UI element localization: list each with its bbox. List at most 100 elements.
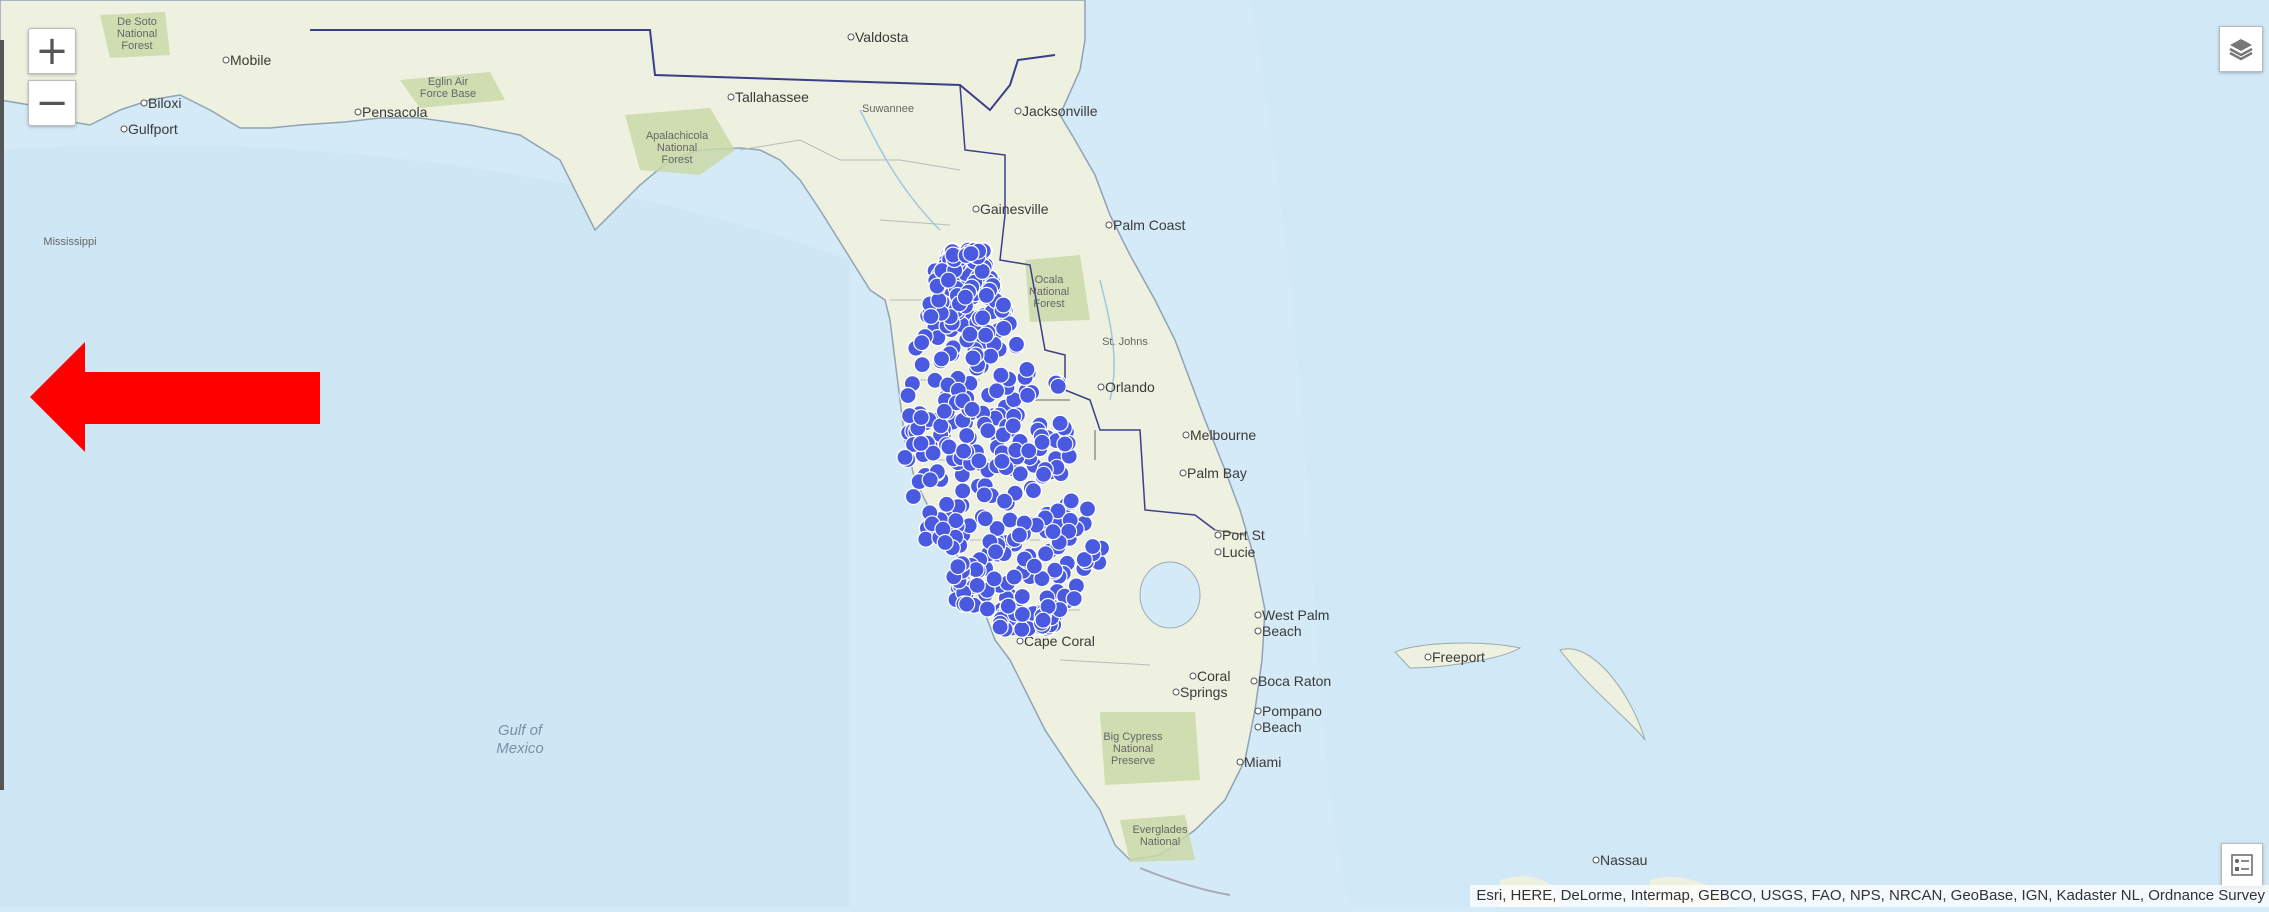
city-label: Tallahassee (735, 89, 809, 105)
map-point[interactable] (949, 557, 967, 576)
map-point[interactable] (1020, 442, 1038, 460)
city-label: Gulfport (128, 121, 178, 137)
map-point[interactable] (1007, 335, 1026, 353)
red-arrow (30, 342, 320, 452)
map-point[interactable] (992, 366, 1010, 384)
city-label: Pensacola (362, 104, 428, 120)
map-point[interactable] (977, 286, 996, 304)
map-point[interactable] (986, 543, 1005, 561)
map-point[interactable] (973, 262, 991, 280)
map-point[interactable] (1013, 587, 1031, 606)
city-label: Springs (1180, 684, 1227, 700)
map-point[interactable] (935, 402, 953, 420)
map-point[interactable] (936, 533, 954, 552)
city-marker (1254, 627, 1262, 635)
map-point[interactable] (1049, 377, 1067, 395)
map-point[interactable] (1062, 492, 1080, 510)
map-point[interactable] (1033, 433, 1051, 451)
city-label: Biloxi (148, 95, 181, 111)
map-point[interactable] (995, 492, 1014, 510)
map-point[interactable] (1011, 465, 1029, 483)
map-point[interactable] (1033, 570, 1051, 588)
city-marker (1250, 677, 1258, 685)
map-point[interactable] (932, 417, 950, 435)
map-point[interactable] (1034, 611, 1052, 629)
map-point[interactable] (976, 510, 994, 528)
map-point[interactable] (899, 386, 917, 405)
map-point[interactable] (1025, 557, 1044, 575)
map-point[interactable] (991, 618, 1009, 636)
zoom-in-button[interactable]: + (28, 28, 76, 74)
map-point[interactable] (1010, 526, 1029, 544)
map-point[interactable] (940, 438, 958, 456)
city-label: Orlando (1105, 379, 1155, 395)
map-point[interactable] (912, 434, 930, 453)
map-point[interactable] (1078, 500, 1097, 518)
feature-label: Preserve (1111, 755, 1155, 767)
map-point[interactable] (912, 408, 930, 427)
map-point[interactable] (937, 495, 956, 513)
city-marker (1214, 531, 1222, 539)
map-point[interactable] (958, 426, 976, 445)
map-point[interactable] (987, 382, 1006, 400)
map-point[interactable] (961, 325, 979, 343)
map-point[interactable] (995, 319, 1013, 337)
legend-button[interactable] (2221, 843, 2263, 887)
map-point[interactable] (993, 452, 1011, 470)
city-label: Palm Bay (1187, 465, 1247, 481)
map-point[interactable] (1056, 435, 1074, 453)
map-point[interactable] (954, 482, 972, 500)
map-point[interactable] (999, 597, 1017, 615)
map-point[interactable] (1036, 545, 1055, 563)
map-point[interactable] (939, 271, 958, 289)
map-point[interactable] (1004, 417, 1022, 435)
city-marker (1172, 688, 1180, 696)
side-panel-edge[interactable] (0, 40, 4, 790)
map-point[interactable] (1084, 537, 1102, 556)
map-point[interactable] (896, 448, 914, 466)
map-point[interactable] (1018, 386, 1037, 404)
map-point[interactable] (985, 570, 1003, 588)
map-point[interactable] (924, 444, 942, 462)
map-point[interactable] (958, 595, 976, 613)
map-point[interactable] (1034, 465, 1053, 483)
map-point[interactable] (968, 576, 986, 595)
map-point[interactable] (962, 245, 980, 263)
map-point[interactable] (1065, 589, 1083, 608)
map-point[interactable] (963, 400, 981, 418)
map-point[interactable] (913, 334, 931, 352)
map-point[interactable] (976, 326, 995, 344)
map-point[interactable] (970, 452, 988, 470)
map-point[interactable] (1075, 550, 1093, 569)
map-point[interactable] (988, 519, 1006, 538)
map-point[interactable] (964, 349, 982, 367)
map-point[interactable] (904, 487, 923, 506)
map-point[interactable] (1044, 523, 1062, 541)
map-point[interactable] (1018, 360, 1036, 378)
map-point[interactable] (954, 442, 973, 460)
feature-label: National (1113, 743, 1153, 755)
map-point[interactable] (1046, 561, 1064, 579)
map-point[interactable] (932, 350, 951, 368)
map-point[interactable] (1051, 414, 1069, 432)
map-point[interactable] (913, 356, 931, 374)
city-label: Beach (1262, 623, 1302, 639)
feature-label: De Soto (117, 16, 157, 28)
map-point[interactable] (1013, 605, 1032, 624)
map-point[interactable] (973, 309, 992, 327)
map-point[interactable] (1005, 568, 1023, 586)
map-point[interactable] (956, 288, 975, 306)
map-point[interactable] (922, 307, 940, 326)
map-point[interactable] (979, 422, 997, 440)
map-point[interactable] (994, 296, 1013, 314)
map-point[interactable] (1024, 482, 1043, 500)
layers-button[interactable] (2219, 26, 2263, 72)
map-point[interactable] (921, 471, 939, 489)
map-point[interactable] (1013, 620, 1031, 639)
map-point[interactable] (947, 512, 965, 530)
map-point[interactable] (978, 600, 997, 618)
zoom-out-button[interactable]: − (28, 80, 76, 126)
map-point[interactable] (975, 486, 993, 504)
feature-label: Eglin Air (428, 76, 469, 88)
